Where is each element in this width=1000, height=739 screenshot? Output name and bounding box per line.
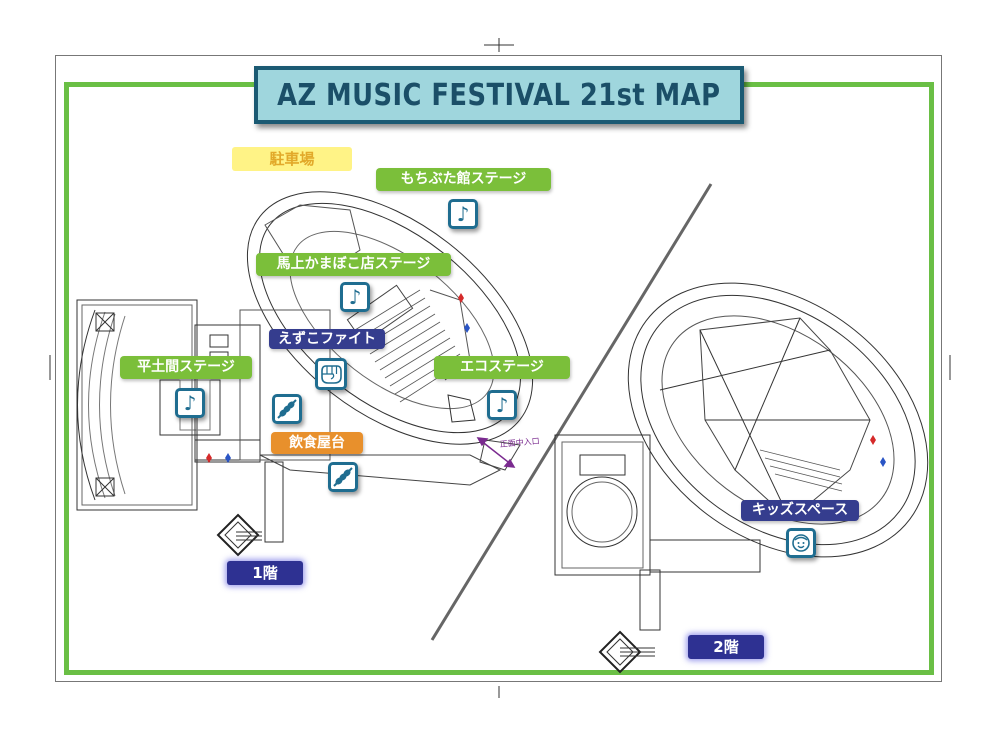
map-title-box: AZ MUSIC FESTIVAL 21st MAP (254, 66, 744, 124)
map-title: AZ MUSIC FESTIVAL 21st MAP (277, 77, 721, 113)
stage-label-eco: エコステージ (434, 356, 570, 379)
skewer-shape (333, 467, 353, 487)
music-note-icon[interactable]: ♪ (340, 282, 370, 312)
stage-label-magami: 馬上かまぼこ店ステージ (256, 253, 451, 276)
second-floor-plan (554, 282, 929, 674)
music-note-icon[interactable]: ♪ (487, 390, 517, 420)
kids-shape (792, 534, 810, 552)
food-skewer-icon[interactable] (328, 462, 358, 492)
music-note-icon[interactable]: ♪ (448, 199, 478, 229)
food-skewer-icon[interactable] (272, 394, 302, 424)
east-entrance-arrow (476, 437, 516, 468)
booth-label-ezuko: えずこファイト (269, 329, 385, 349)
skewer-shape (277, 399, 297, 419)
stage-label-hiradoma: 平土間ステージ (120, 356, 252, 379)
booth-label-food: 飲食屋台 (271, 432, 363, 454)
fist-shape (321, 365, 342, 384)
fist-icon[interactable] (315, 358, 347, 390)
parking-label: 駐車場 (232, 147, 352, 171)
stage-label-mochibuta: もちぶた館ステージ (376, 168, 551, 191)
restroom-markers-1f (206, 293, 470, 463)
floor-divider (430, 183, 713, 641)
restroom-markers-2f (870, 435, 886, 467)
booth-label-kids: キッズスペース (741, 500, 859, 521)
floor-label-2f: 2階 (688, 635, 764, 659)
music-note-icon[interactable]: ♪ (175, 388, 205, 418)
page-frame (55, 55, 942, 682)
floor-label-1f: 1階 (227, 561, 303, 585)
kids-face-icon[interactable] (786, 528, 816, 558)
east-entrance-label: 正面中入口 (499, 436, 540, 449)
